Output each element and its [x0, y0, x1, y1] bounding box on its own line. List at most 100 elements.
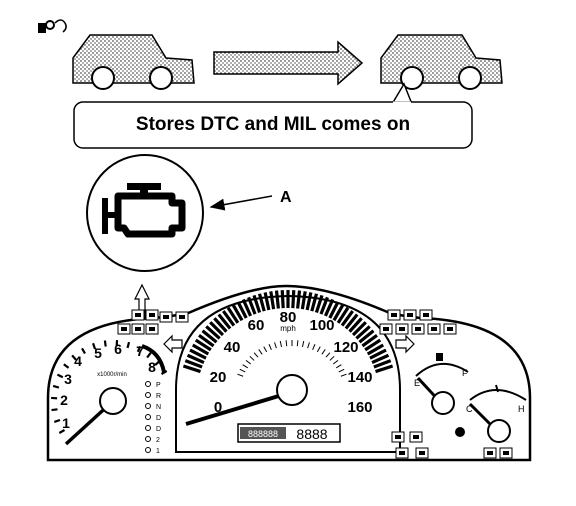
speedometer-tick — [328, 301, 340, 319]
temperature-gauge: C H — [466, 384, 527, 443]
speedometer-tick — [222, 310, 236, 327]
warning-light-symbol — [135, 327, 141, 331]
speedometer-tick-label: 140 — [347, 369, 372, 386]
speedometer-tick — [269, 291, 276, 310]
speedometer-tick — [252, 294, 262, 313]
speedometer-tick — [194, 338, 212, 352]
speedometer-tick — [274, 290, 280, 309]
gear-led — [145, 381, 151, 387]
temp-hot-label: H — [518, 404, 525, 414]
callout-line — [209, 195, 273, 211]
warning-light-symbol — [399, 327, 405, 331]
speedometer-tick-label: 160 — [347, 399, 372, 416]
tachometer-tick — [126, 341, 131, 349]
gear-label: D — [156, 415, 161, 422]
inner-scale-tick — [242, 364, 249, 369]
speedometer-tick — [375, 364, 394, 374]
speedometer-tick-label: 100 — [309, 317, 334, 334]
speedometer-tick — [205, 325, 221, 340]
warning-light-symbol — [383, 327, 389, 331]
speedometer-tick-label: 40 — [224, 339, 241, 356]
car-right-icon — [380, 34, 503, 90]
progress-arrow — [213, 40, 364, 86]
gear-label: N — [156, 404, 161, 411]
tachometer-tick-label: 8 — [148, 359, 156, 375]
speedometer-tick-label: 120 — [333, 339, 358, 356]
speedometer-tick — [310, 293, 319, 312]
speedometer-unit: mph — [280, 324, 296, 333]
gear-label: 1 — [156, 448, 160, 455]
warning-light-symbol — [419, 451, 425, 455]
speedometer-tick — [263, 292, 271, 311]
speedometer-tick — [355, 325, 371, 340]
inner-scale-tick — [329, 355, 335, 361]
inner-scale-tick — [307, 342, 310, 349]
odometer-display: 888888 8888 — [237, 423, 341, 443]
tachometer-tick-label: 4 — [74, 353, 82, 369]
tachometer-tick — [81, 347, 86, 355]
gear-led — [145, 425, 151, 431]
speedometer-tick — [305, 292, 313, 311]
tachometer-tick — [51, 408, 58, 412]
speedometer-tick — [186, 353, 205, 365]
tachometer-tick-label: 6 — [114, 341, 122, 357]
speedometer-tick — [358, 329, 375, 344]
tachometer-tick-label: 7 — [136, 343, 144, 359]
speedometer-tick — [366, 343, 385, 356]
speedometer-tick — [319, 296, 329, 315]
speedometer-tick — [351, 321, 367, 337]
tachometer-tick-label: 3 — [64, 371, 72, 387]
tachometer-tick — [63, 363, 70, 369]
warning-lights-group — [117, 309, 513, 459]
speedometer-tick — [189, 348, 207, 360]
car-left-icon — [72, 34, 195, 90]
inner-scale-tick — [258, 349, 263, 355]
speedometer-tick — [300, 291, 307, 310]
speedometer-tick-ring — [182, 290, 394, 374]
speedometer-tick — [296, 290, 302, 309]
redline-arc — [141, 344, 166, 373]
speedometer-tick — [182, 364, 201, 374]
warning-light-symbol — [413, 435, 419, 439]
warning-light-symbol — [149, 313, 155, 317]
inner-scale-tick — [237, 373, 244, 377]
speedometer-tick — [191, 343, 210, 356]
tachometer-tick — [103, 340, 107, 347]
inner-scale-tick — [335, 364, 342, 369]
tachometer-tick — [56, 373, 64, 379]
speedometer-tick — [336, 306, 350, 324]
warning-light-symbol — [135, 313, 141, 317]
speedometer-tick-label: 80 — [280, 309, 297, 326]
inner-scale-tick — [263, 346, 268, 353]
inner-scale-tick — [285, 340, 288, 347]
inner-scale-tick — [249, 355, 255, 361]
tachometer-tick — [58, 429, 66, 434]
odometer-reading: 888888 — [248, 429, 278, 439]
tachometer-tick — [71, 354, 77, 361]
inner-scale-tick — [296, 340, 299, 347]
security-indicator-icon — [455, 427, 465, 437]
tachometer-tick-label: 5 — [94, 345, 102, 361]
inner-scale-tick — [245, 359, 252, 365]
speedometer-tick — [344, 313, 359, 330]
speedometer-tick — [257, 293, 266, 312]
speedometer-tick-label: 20 — [210, 369, 227, 386]
warning-light-symbol — [391, 313, 397, 317]
gear-led — [145, 436, 151, 442]
inner-scale-tick — [274, 342, 277, 349]
gear-led — [145, 447, 151, 453]
inner-scale-tick — [239, 368, 246, 373]
gear-led — [145, 414, 151, 420]
turn-signal-left-icon — [163, 334, 183, 354]
warning-light-symbol — [447, 327, 453, 331]
inner-scale-tick — [340, 373, 347, 377]
speedometer-tick — [373, 359, 392, 369]
ignition-key-icon — [38, 19, 67, 33]
speedometer-tick — [314, 294, 324, 313]
gear-label: 2 — [156, 437, 160, 444]
speedometer-tick — [217, 313, 232, 330]
speedometer-tick — [364, 338, 382, 352]
